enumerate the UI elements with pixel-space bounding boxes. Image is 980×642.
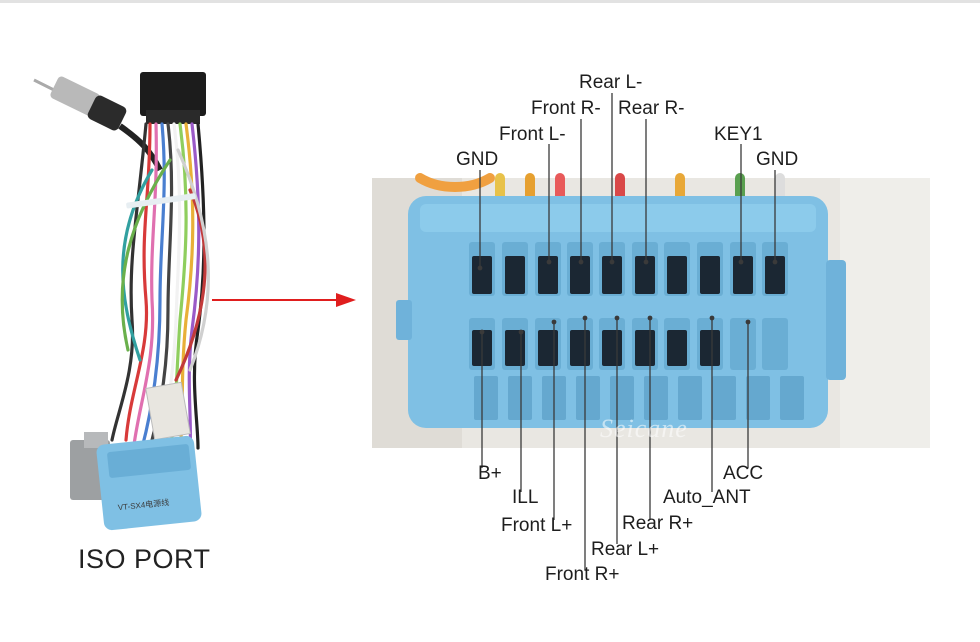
- pin-dot: [578, 259, 584, 265]
- slot: [712, 376, 736, 420]
- slot: [610, 376, 634, 420]
- pin-rear-l-minus: Rear L-: [579, 72, 643, 93]
- slot: [576, 376, 600, 420]
- pin-dot: [546, 259, 552, 265]
- pin-dot: [647, 315, 653, 321]
- cavity-bottom: [762, 318, 788, 370]
- pin-dot: [709, 315, 715, 321]
- pin-auto-ant: Auto_ANT: [663, 487, 751, 508]
- pin-b-plus: B+: [478, 463, 502, 484]
- pin-dot: [479, 329, 485, 335]
- pin-rear-l-plus: Rear L+: [591, 539, 660, 560]
- cavity-bottom-hole: [602, 330, 622, 366]
- slot: [780, 376, 804, 420]
- cavity-bottom-hole: [505, 330, 525, 366]
- pin-front-r-plus: Front R+: [545, 564, 620, 585]
- iso-port-label: ISO PORT: [78, 544, 211, 574]
- pin-dot: [609, 259, 615, 265]
- pin-dot: [518, 329, 524, 335]
- pin-dot: [643, 259, 649, 265]
- pin-front-l-plus: Front L+: [501, 515, 573, 536]
- pin-dot: [745, 319, 751, 325]
- pin-dot: [738, 259, 744, 265]
- watermark: Seicane: [600, 414, 688, 443]
- pin-front-r-minus: Front R-: [531, 98, 601, 119]
- pin-gnd-left: GND: [456, 149, 499, 170]
- cavity-bottom-hole: [667, 330, 687, 366]
- cavity-bottom: [730, 318, 756, 370]
- cavity-bottom-hole: [538, 330, 558, 366]
- pin-key1: KEY1: [714, 124, 763, 145]
- cavity-bottom-hole: [700, 330, 720, 366]
- pin-rear-r-minus: Rear R-: [618, 98, 685, 119]
- cavity-bottom-hole: [570, 330, 590, 366]
- pin-dot: [582, 315, 588, 321]
- arrow-icon: [212, 293, 356, 307]
- pin-acc: ACC: [723, 463, 764, 484]
- cavity-top-hole: [635, 256, 655, 294]
- pin-gnd-right: GND: [756, 149, 799, 170]
- cavity-top-hole: [538, 256, 558, 294]
- pin-dot: [614, 315, 620, 321]
- cavity-top-hole: [700, 256, 720, 294]
- cavity-top-hole: [733, 256, 753, 294]
- cavity-top-hole: [570, 256, 590, 294]
- cavity-top-hole: [602, 256, 622, 294]
- harness-image: VT-SX4电源线: [33, 72, 210, 531]
- pin-dot: [772, 259, 778, 265]
- pin-dot: [551, 319, 557, 325]
- slot: [678, 376, 702, 420]
- connector-body: [396, 196, 846, 428]
- top-black-connector: [140, 72, 206, 116]
- pin-front-l-minus: Front L-: [499, 124, 566, 145]
- cavity-top-hole: [765, 256, 785, 294]
- pin-rear-r-plus: Rear R+: [622, 513, 694, 534]
- slot: [474, 376, 498, 420]
- iso-connector: VT-SX4电源线: [96, 435, 202, 531]
- pin-dot: [477, 265, 483, 271]
- pin-ill: ILL: [512, 487, 539, 508]
- cavity-top-hole: [505, 256, 525, 294]
- cavity-bottom-hole: [635, 330, 655, 366]
- top-divider: [0, 0, 980, 3]
- slot: [746, 376, 770, 420]
- slot: [508, 376, 532, 420]
- cavity-top-hole: [472, 256, 492, 294]
- cavity-top-hole: [667, 256, 687, 294]
